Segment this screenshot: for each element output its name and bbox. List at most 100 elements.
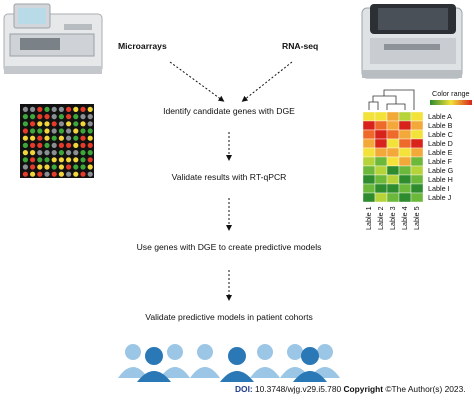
heatmap-row-label: Lable J bbox=[428, 193, 452, 202]
microarray-spot bbox=[58, 171, 64, 177]
microarray-spot bbox=[29, 106, 36, 112]
microarray-spot bbox=[73, 106, 79, 112]
heatmap-cell bbox=[386, 183, 400, 194]
microarray-spot bbox=[44, 150, 50, 156]
heatmap-cells bbox=[362, 111, 424, 203]
color-range-bar bbox=[430, 100, 472, 105]
heatmap-cell bbox=[410, 165, 424, 176]
microarray-spot bbox=[29, 164, 36, 170]
heatmap-cell bbox=[386, 138, 400, 149]
microarray-spot bbox=[22, 121, 28, 127]
microarray-spot bbox=[51, 135, 57, 141]
microarray-spot bbox=[58, 164, 64, 170]
heatmap-row-label: Lable E bbox=[428, 148, 453, 157]
microarrays-label: Microarrays bbox=[118, 41, 167, 51]
microarray-spot bbox=[29, 128, 36, 134]
microarray-spot bbox=[80, 121, 86, 127]
microarray-spot bbox=[66, 106, 72, 112]
microarray-spot bbox=[80, 106, 86, 112]
heatmap-cell bbox=[410, 174, 424, 185]
step-predictive-models: Use genes with DGE to create predictive … bbox=[136, 242, 322, 252]
microarray-spot bbox=[51, 142, 57, 148]
microarray-spot bbox=[87, 157, 93, 163]
microarray-spot bbox=[87, 150, 93, 156]
microarray-spot bbox=[58, 106, 64, 112]
microarray-spot bbox=[22, 135, 28, 141]
microarray-spot bbox=[66, 135, 72, 141]
heatmap-cell bbox=[362, 120, 376, 131]
heatmap-cell bbox=[398, 147, 412, 158]
heatmap-cell bbox=[398, 183, 412, 194]
microarray-spot bbox=[44, 171, 50, 177]
microarray-spot bbox=[80, 171, 86, 177]
heatmap-cell bbox=[398, 156, 412, 167]
heatmap-col-label: Lable 5 bbox=[412, 206, 421, 230]
arrow-rnaseq-to-dge bbox=[241, 61, 293, 102]
microarray-spot bbox=[66, 142, 72, 148]
step-identify-dge: Identify candidate genes with DGE bbox=[163, 106, 295, 116]
microarray-spot bbox=[58, 142, 64, 148]
heatmap-cell bbox=[362, 174, 376, 185]
microarray-spot bbox=[51, 106, 57, 112]
heatmap-cell bbox=[386, 156, 400, 167]
doi-value[interactable]: 10.3748/wjg.v29.i5.780 bbox=[255, 384, 342, 394]
microarray-spot bbox=[29, 135, 36, 141]
heatmap-cell bbox=[374, 129, 388, 140]
heatmap-cell bbox=[374, 174, 388, 185]
microarray-spot bbox=[73, 135, 79, 141]
sequencer-machine-icon bbox=[361, 4, 463, 79]
heatmap-row-label: Lable A bbox=[428, 112, 452, 121]
doi-label: DOI: bbox=[235, 384, 253, 394]
microarray-spot bbox=[73, 121, 79, 127]
microarray-spot bbox=[22, 142, 28, 148]
microarray-spot bbox=[58, 114, 64, 120]
microarray-spot bbox=[58, 121, 64, 127]
microarray-spot bbox=[87, 171, 93, 177]
heatmap-cell bbox=[374, 183, 388, 194]
heatmap-row-label: Lable H bbox=[428, 175, 453, 184]
microarray-spot bbox=[66, 171, 72, 177]
microarray-spot bbox=[73, 150, 79, 156]
heatmap-cell bbox=[410, 129, 424, 140]
microarray-spot bbox=[22, 171, 28, 177]
heatmap-cell bbox=[398, 111, 412, 122]
copyright-label: Copyright bbox=[343, 384, 384, 394]
heatmap-cell bbox=[410, 192, 424, 203]
microarray-spot bbox=[37, 135, 43, 141]
microarray-spot bbox=[51, 128, 57, 134]
microarray-spot bbox=[44, 114, 50, 120]
heatmap-cell bbox=[386, 147, 400, 158]
microarray-spot bbox=[51, 157, 57, 163]
heatmap-cell bbox=[362, 183, 376, 194]
microarray-spot bbox=[66, 114, 72, 120]
copyright-text: ©The Author(s) 2023. bbox=[385, 384, 466, 394]
heatmap-dendrogram bbox=[368, 89, 415, 110]
heatmap-cell bbox=[386, 192, 400, 203]
microarray-spot bbox=[80, 164, 86, 170]
heatmap-cell bbox=[410, 183, 424, 194]
microarray-spot bbox=[22, 150, 28, 156]
microarray-spot bbox=[73, 157, 79, 163]
microarray-spot bbox=[80, 114, 86, 120]
heatmap-col-label: Lable 3 bbox=[388, 206, 397, 230]
microarray-spot bbox=[29, 171, 36, 177]
heatmap-cell bbox=[398, 192, 412, 203]
heatmap-cell bbox=[410, 138, 424, 149]
microarray-spot bbox=[87, 128, 93, 134]
microarray-spot bbox=[58, 157, 64, 163]
microarray-spot bbox=[29, 157, 36, 163]
heatmap-cell bbox=[386, 111, 400, 122]
microarray-spot bbox=[37, 142, 43, 148]
heatmap-row-label: Lable I bbox=[428, 184, 450, 193]
microarray-spot bbox=[87, 106, 93, 112]
microarray-spot bbox=[66, 121, 72, 127]
microarray-spot bbox=[37, 150, 43, 156]
heatmap-cell bbox=[410, 156, 424, 167]
heatmap-col-label: Lable 2 bbox=[376, 206, 385, 230]
rnaseq-label: RNA-seq bbox=[282, 41, 319, 51]
microarray-spot bbox=[22, 128, 28, 134]
microarray-spot bbox=[51, 150, 57, 156]
heatmap-cell bbox=[362, 147, 376, 158]
microarray-spot bbox=[87, 121, 93, 127]
